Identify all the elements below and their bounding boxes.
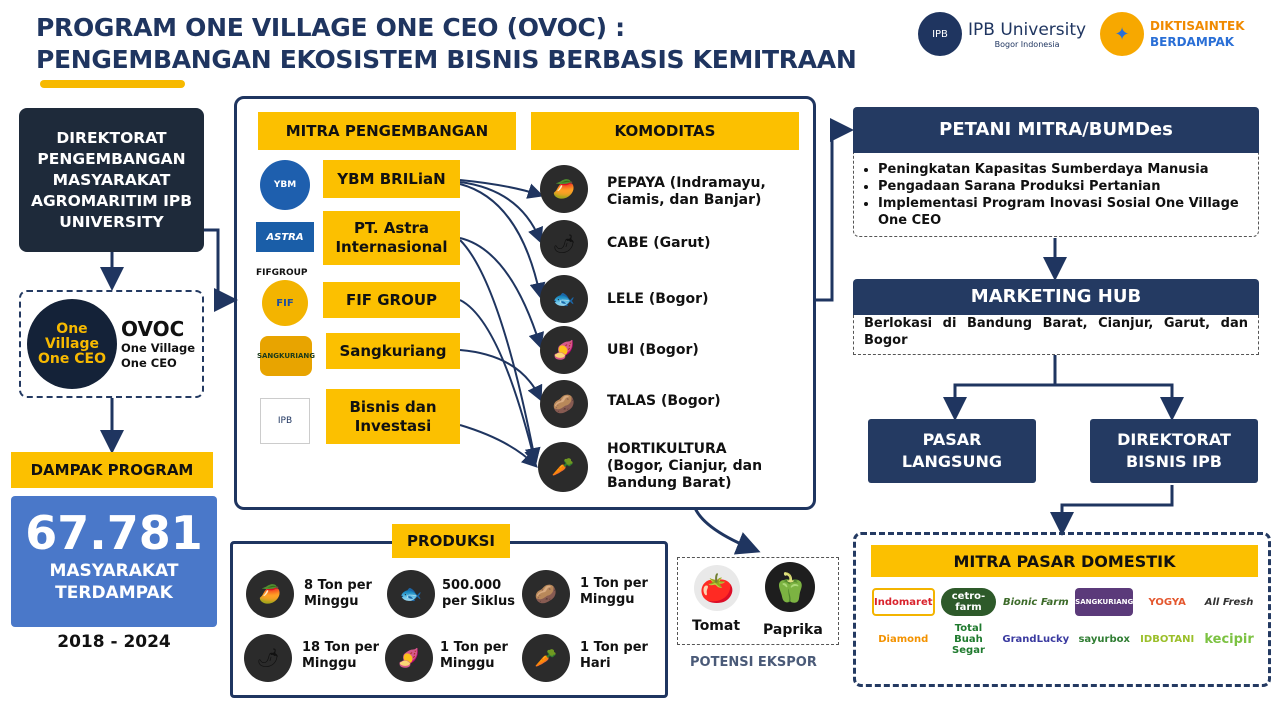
domestik-frame xyxy=(853,532,1271,687)
horticulture-icon: 🥕 xyxy=(538,442,588,492)
impact-text: MASYARAKAT TERDAMPAK xyxy=(49,561,179,603)
produksi-lele: 500.000 per Siklus xyxy=(442,578,515,609)
komoditas-lele: LELE (Bogor) xyxy=(607,291,709,307)
papaya-icon: 🥭 xyxy=(246,570,294,618)
fifgroup-caption: FIFGROUP xyxy=(256,268,308,278)
idbotani-logo: IDBOTANI xyxy=(1140,633,1195,645)
impact-period: 2018 - 2024 xyxy=(57,632,171,652)
ipb-seal-icon: IPB xyxy=(918,12,962,56)
petani-point: Peningkatan Kapasitas Sumberdaya Manusia xyxy=(878,161,1248,178)
ovoc-title: OVOC xyxy=(121,317,185,341)
ipb-bisnis-logo: IPB xyxy=(260,398,310,444)
diamond-logo: Diamond xyxy=(878,633,929,645)
komoditas-talas: TALAS (Bogor) xyxy=(607,393,721,409)
produksi-pepaya: 8 Ton per Minggu xyxy=(304,578,372,609)
ekspor-box xyxy=(677,557,839,645)
grandlucky-logo: GrandLucky xyxy=(1002,633,1070,645)
mitra-sangkuriang: Sangkuriang xyxy=(326,333,460,369)
sayurbox-logo: sayurbox xyxy=(1078,633,1130,645)
impact-number: 67.781 xyxy=(25,506,203,560)
ipb-logo-sub: Bogor Indonesia xyxy=(994,39,1060,49)
fif-logo: FIF xyxy=(262,280,308,326)
sangkuriang-logo: SANGKURIANG xyxy=(1075,588,1134,616)
petani-point: Pengadaan Sarana Produksi Pertanian xyxy=(878,178,1248,195)
hub-box: Berlokasi di Bandung Barat, Cianjur, Gar… xyxy=(853,315,1259,355)
directorate-box: DIREKTORAT PENGEMBANGAN MASYARAKAT AGROM… xyxy=(19,108,204,252)
direktorat-bisnis-box: DIREKTORAT BISNIS IPB xyxy=(1090,419,1258,483)
chili-icon: 🌶 xyxy=(540,220,588,268)
total-buah-logo: Total Buah Segar xyxy=(952,622,985,656)
mitra-ybm: YBM BRILiaN xyxy=(323,160,460,198)
taro-icon: 🥔 xyxy=(522,570,570,618)
komoditas-cabe: CABE (Garut) xyxy=(607,235,711,251)
petani-header: PETANI MITRA/BUMDes xyxy=(853,107,1259,153)
ekspor-label: POTENSI EKSPOR xyxy=(690,655,817,670)
produksi-cabe: 18 Ton per Minggu xyxy=(302,640,380,671)
domestik-header: MITRA PASAR DOMESTIK xyxy=(871,545,1258,577)
page-title: PROGRAM ONE VILLAGE ONE CEO (OVOC) :PENG… xyxy=(36,13,857,74)
dikti-emblem-icon: ✦ xyxy=(1100,12,1144,56)
hub-header: MARKETING HUB xyxy=(853,279,1259,315)
title-underline xyxy=(40,80,185,88)
komoditas-header: KOMODITAS xyxy=(531,112,799,150)
ipb-logo-text: IPB University xyxy=(968,19,1087,40)
catfish-icon: 🐟 xyxy=(387,570,435,618)
papaya-icon: 🥭 xyxy=(540,165,588,213)
paprika-icon: 🫑 xyxy=(765,562,815,612)
komoditas-pepaya: PEPAYA (Indramayu, Ciamis, dan Banjar) xyxy=(607,175,766,208)
yogya-logo: YOGYA xyxy=(1148,596,1186,608)
komoditas-ubi: UBI (Bogor) xyxy=(607,342,699,358)
sweet-potato-icon: 🍠 xyxy=(540,326,588,374)
sangkuriang-logo: SANGKURIANG xyxy=(257,336,315,376)
produksi-hortikultura: 1 Ton per Hari xyxy=(580,640,648,671)
mitra-fif: FIF GROUP xyxy=(323,282,460,318)
produksi-ubi: 1 Ton per Minggu xyxy=(440,640,508,671)
komoditas-hortikultura: HORTIKULTURA (Bogor, Cianjur, dan Bandun… xyxy=(607,441,763,491)
produksi-frame xyxy=(230,541,668,698)
horticulture-icon: 🥕 xyxy=(522,634,570,682)
kecipir-logo: kecipir xyxy=(1204,631,1254,647)
sweet-potato-icon: 🍠 xyxy=(385,634,433,682)
impact-box: 67.781 MASYARAKAT TERDAMPAK xyxy=(11,496,217,627)
tomato-icon: 🍅 xyxy=(694,565,740,611)
mitra-astra: PT. Astra Internasional xyxy=(323,211,460,265)
petani-box: Peningkatan Kapasitas Sumberdaya Manusia… xyxy=(853,153,1259,237)
mitra-header: MITRA PENGEMBANGAN xyxy=(258,112,516,150)
indomaret-logo: Indomaret xyxy=(872,588,935,616)
impact-label: DAMPAK PROGRAM xyxy=(11,452,213,488)
ekspor-tomat: Tomat xyxy=(692,618,741,634)
hub-text: Berlokasi di Bandung Barat, Cianjur, Gar… xyxy=(864,316,1248,348)
ybm-logo: YBM xyxy=(260,160,310,210)
allfresh-logo: All Fresh xyxy=(1204,596,1254,608)
taro-icon: 🥔 xyxy=(540,380,588,428)
domestik-logos: Indomaret cetro-farm Bionic Farm SANGKUR… xyxy=(872,588,1257,656)
astra-logo: ASTRA xyxy=(256,222,314,252)
petani-point: Implementasi Program Inovasi Sosial One … xyxy=(878,195,1248,229)
partnership-frame xyxy=(234,96,816,510)
produksi-header: PRODUKSI xyxy=(392,524,510,558)
pasar-langsung-box: PASAR LANGSUNG xyxy=(868,419,1036,483)
catfish-icon: 🐟 xyxy=(540,275,588,323)
chili-icon: 🌶 xyxy=(244,634,292,682)
ekspor-paprika: Paprika xyxy=(763,622,823,638)
bionic-farm-logo: Bionic Farm xyxy=(1002,596,1069,608)
cetrofarm-logo: cetro-farm xyxy=(940,588,997,616)
produksi-talas: 1 Ton per Minggu xyxy=(580,576,648,607)
ovoc-subtitle: One Village One CEO xyxy=(121,341,196,370)
mitra-bisnis-investasi: Bisnis dan Investasi xyxy=(326,389,460,444)
